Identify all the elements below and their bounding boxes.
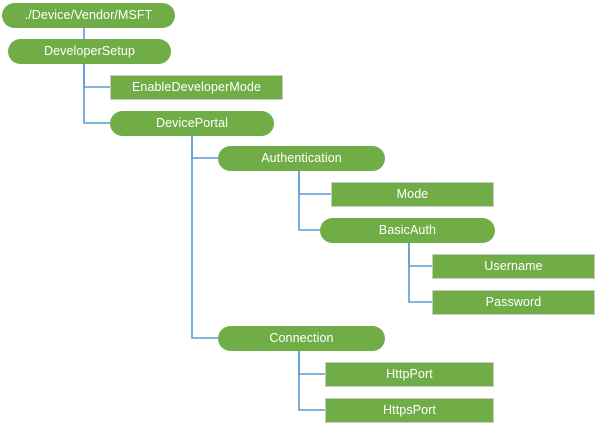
node-enabledevelopermode[interactable]: EnableDeveloperMode: [110, 75, 283, 100]
node-label-root: ./Device/Vendor/MSFT: [24, 8, 153, 23]
node-label-developersetup: DeveloperSetup: [43, 44, 136, 59]
node-label-connection: Connection: [269, 331, 334, 346]
node-root[interactable]: ./Device/Vendor/MSFT: [2, 3, 175, 28]
connector-basicauth-to-username: [408, 242, 433, 267]
node-label-password: Password: [485, 295, 542, 310]
node-deviceportal[interactable]: DevicePortal: [110, 111, 274, 136]
node-username[interactable]: Username: [432, 254, 595, 279]
node-authentication[interactable]: Authentication: [218, 146, 385, 171]
node-developersetup[interactable]: DeveloperSetup: [8, 39, 171, 64]
node-label-enabledevelopermode: EnableDeveloperMode: [131, 80, 262, 95]
connector-developersetup-to-enabledevelopermode: [83, 63, 111, 88]
connector-deviceportal-to-connection: [191, 135, 219, 339]
node-httpsport[interactable]: HttpsPort: [325, 398, 494, 423]
node-label-mode: Mode: [396, 187, 429, 202]
node-label-deviceportal: DevicePortal: [155, 116, 229, 131]
connector-connection-to-httpsport: [298, 350, 326, 411]
connector-developersetup-to-deviceportal: [83, 63, 111, 124]
node-label-authentication: Authentication: [261, 151, 342, 166]
connector-deviceportal-to-authentication: [191, 135, 219, 159]
node-connection[interactable]: Connection: [218, 326, 385, 351]
node-label-httpport: HttpPort: [386, 367, 433, 382]
node-basicauth[interactable]: BasicAuth: [320, 218, 495, 243]
node-mode[interactable]: Mode: [331, 182, 494, 207]
connector-connection-to-httpport: [298, 350, 326, 375]
node-label-httpsport: HttpsPort: [383, 403, 436, 418]
connector-basicauth-to-password: [408, 242, 433, 303]
node-httpport[interactable]: HttpPort: [325, 362, 494, 387]
node-label-username: Username: [484, 259, 543, 274]
node-password[interactable]: Password: [432, 290, 595, 315]
node-label-basicauth: BasicAuth: [378, 223, 437, 238]
connector-authentication-to-mode: [298, 170, 332, 195]
